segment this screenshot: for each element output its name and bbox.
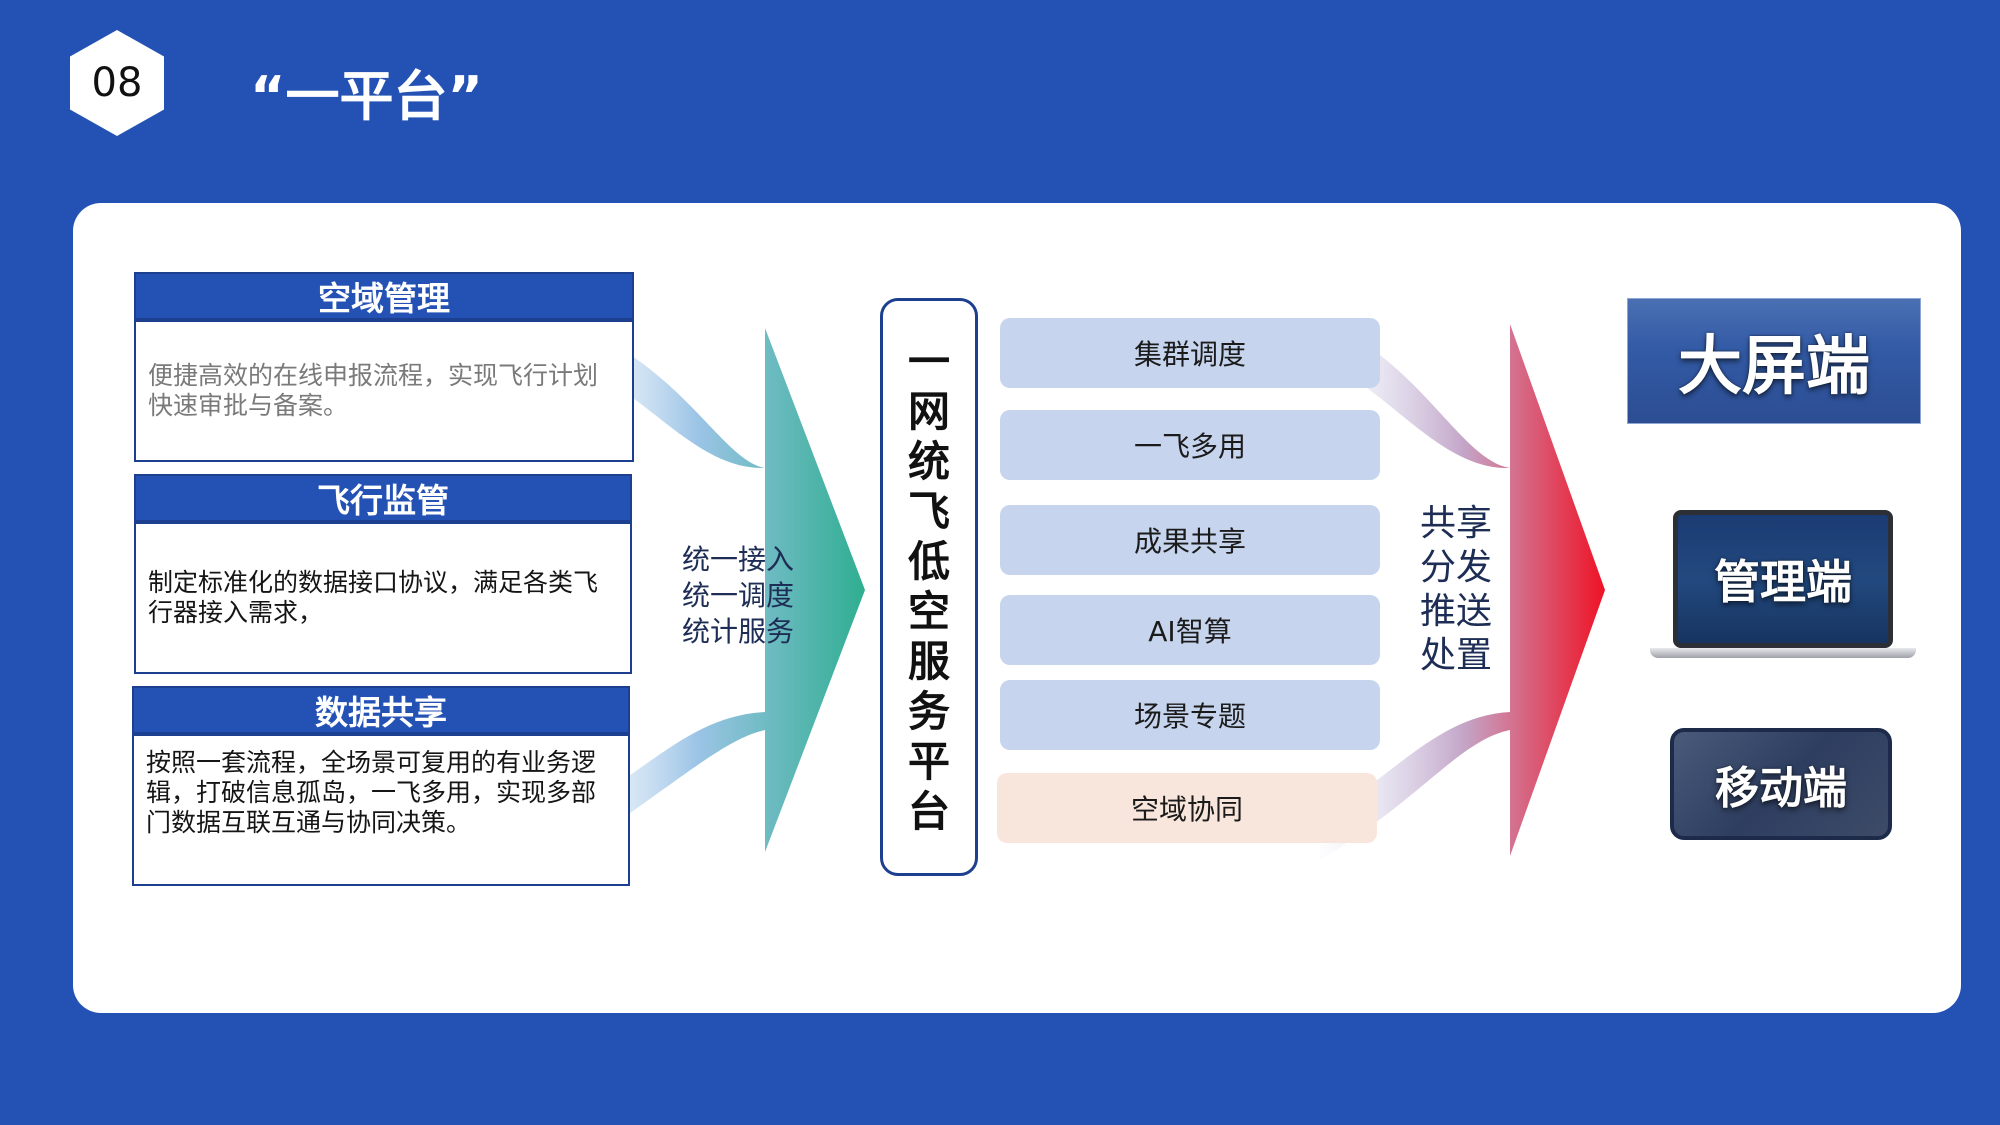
endpoint-management-label: 管理端 bbox=[1714, 555, 1852, 609]
panel-text: 便捷高效的在线申报流程，实现飞行计划 快速审批与备案。 bbox=[148, 361, 599, 420]
service-chip-airspace-collab[interactable]: 空域协同 bbox=[997, 773, 1377, 843]
big-arrow-right-icon bbox=[1320, 320, 1605, 860]
slide-title: “一平台” bbox=[250, 65, 483, 128]
service-label: 一飞多用 bbox=[1133, 430, 1246, 463]
service-label: 空域协同 bbox=[1130, 793, 1243, 826]
big-arrow-right-icon bbox=[560, 320, 865, 860]
service-chip-result-sharing[interactable]: 成果共享 bbox=[1000, 505, 1380, 575]
service-chip-ai-compute[interactable]: AI智算 bbox=[1000, 595, 1380, 665]
connector-line: 统一接入 bbox=[682, 543, 795, 576]
endpoint-mobile-label: 移动端 bbox=[1715, 763, 1847, 814]
service-label: AI智算 bbox=[1148, 615, 1232, 648]
connector-line: 处置 bbox=[1420, 635, 1493, 676]
service-chip-multi-use[interactable]: 一飞多用 bbox=[1000, 410, 1380, 480]
connector-line: 统计服务 bbox=[682, 615, 795, 648]
service-label: 场景专题 bbox=[1133, 700, 1246, 733]
panel-body: 制定标准化的数据接口协议，满足各类飞 行器接入需求， bbox=[134, 522, 632, 674]
phone-icon[interactable]: 移动端 bbox=[1670, 728, 1892, 840]
panel-header: 飞行监管 bbox=[134, 474, 632, 522]
section-number-badge: 08 bbox=[70, 30, 164, 136]
connector-line: 统一调度 bbox=[682, 579, 795, 612]
panel-text: 按照一套流程，全场景可复用的有业务逻 辑，打破信息孤岛，一飞多用，实现多部 门数… bbox=[146, 748, 597, 837]
panel-header: 数据共享 bbox=[132, 686, 630, 734]
panel-data-sharing: 数据共享 按照一套流程，全场景可复用的有业务逻 辑，打破信息孤岛，一飞多用，实现… bbox=[132, 686, 630, 886]
service-chip-cluster-dispatch[interactable]: 集群调度 bbox=[1000, 318, 1380, 388]
service-chip-scenario-topics[interactable]: 场景专题 bbox=[1000, 680, 1380, 750]
left-connector-label: 统一接入 统一调度 统计服务 bbox=[682, 542, 794, 650]
service-label: 集群调度 bbox=[1133, 338, 1246, 371]
panel-body: 便捷高效的在线申报流程，实现飞行计划 快速审批与备案。 bbox=[134, 320, 634, 462]
left-flow-arrow bbox=[560, 320, 865, 860]
right-connector-label: 共享 分发 推送 处置 bbox=[1420, 502, 1492, 678]
section-number: 08 bbox=[91, 60, 143, 106]
service-label: 成果共享 bbox=[1133, 525, 1246, 558]
endpoint-big-screen-label: 大屏端 bbox=[1678, 330, 1870, 404]
panel-text: 制定标准化的数据接口协议，满足各类飞 行器接入需求， bbox=[148, 568, 599, 627]
panel-flight-supervision: 飞行监管 制定标准化的数据接口协议，满足各类飞 行器接入需求， bbox=[134, 474, 632, 674]
panel-title: 数据共享 bbox=[315, 693, 447, 732]
laptop-icon[interactable]: 管理端 bbox=[1673, 510, 1893, 648]
panel-title: 空域管理 bbox=[318, 279, 450, 318]
laptop-base bbox=[1650, 648, 1916, 658]
connector-line: 分发 bbox=[1420, 547, 1493, 588]
display-screen-icon[interactable]: 大屏端 bbox=[1627, 298, 1921, 424]
connector-line: 共享 bbox=[1420, 503, 1493, 544]
panel-body: 按照一套流程，全场景可复用的有业务逻 辑，打破信息孤岛，一飞多用，实现多部 门数… bbox=[132, 734, 630, 886]
platform-box: 一网统飞低空服务平台 bbox=[880, 298, 978, 876]
panel-header: 空域管理 bbox=[134, 272, 634, 320]
connector-line: 推送 bbox=[1420, 591, 1493, 632]
panel-airspace-management: 空域管理 便捷高效的在线申报流程，实现飞行计划 快速审批与备案。 bbox=[134, 272, 634, 462]
platform-label: 一网统飞低空服务平台 bbox=[907, 337, 950, 836]
panel-title: 飞行监管 bbox=[317, 481, 449, 520]
right-flow-arrow bbox=[1320, 320, 1605, 860]
